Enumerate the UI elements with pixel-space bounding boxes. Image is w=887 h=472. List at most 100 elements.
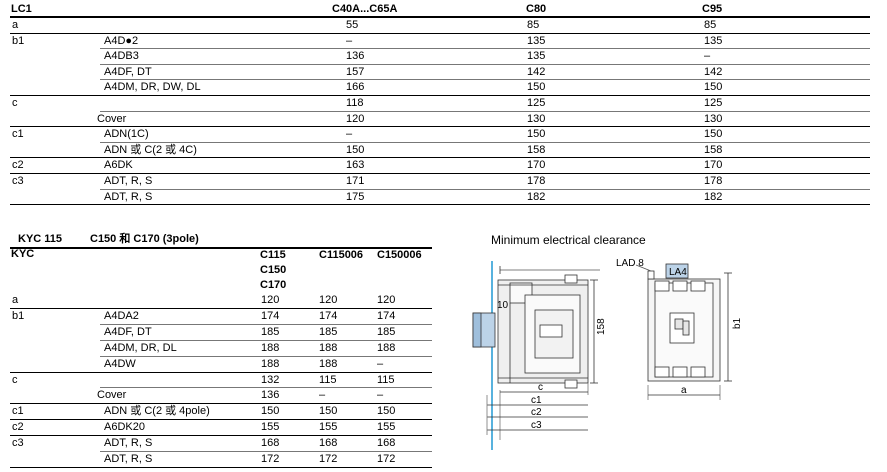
row-divider [100, 79, 870, 81]
row-value: 130 [527, 112, 546, 125]
row-value: 155 [377, 421, 396, 434]
row-model: ADT, R, S [104, 175, 153, 187]
row-value: 135 [704, 34, 723, 47]
row-value: 170 [527, 159, 546, 172]
row-value: 150 [346, 143, 365, 156]
dim-c3: c3 [531, 420, 542, 431]
row-model: Cover [97, 389, 127, 402]
row-value: 185 [377, 325, 396, 338]
dim-10: 10 [497, 300, 509, 311]
side-view [472, 261, 600, 450]
row-model: ADN 或 C(2 或 4C) [104, 143, 197, 156]
row-value: 188 [319, 341, 338, 354]
row-model: A4DF, DT [104, 325, 152, 338]
row-value: 150 [377, 405, 396, 418]
row-value: 125 [704, 97, 723, 109]
row-value: 172 [377, 453, 396, 465]
row-value: 120 [261, 294, 280, 306]
row-dimension: c2 [12, 421, 24, 434]
row-dimension: a [12, 19, 19, 31]
row-value: 188 [319, 357, 338, 370]
row-dimension: c3 [12, 175, 24, 187]
row-divider [100, 451, 432, 452]
row-model: ADN(1C) [104, 128, 149, 141]
row-divider [10, 466, 432, 468]
row-dimension: c [12, 97, 18, 109]
row-dimension: b1 [12, 309, 25, 322]
row-divider [100, 63, 870, 65]
row-model: A4DA2 [104, 309, 139, 322]
row-value: – [704, 50, 711, 63]
table1-header-3: C95 [702, 3, 723, 15]
row-model: A4DM, DR, DW, DL [104, 81, 201, 94]
row-value: – [377, 389, 384, 402]
row-value: 135 [527, 50, 546, 63]
row-dimension: c1 [12, 128, 24, 141]
row-value: 150 [704, 128, 723, 141]
row-value: 150 [527, 128, 546, 141]
row-value: – [319, 389, 326, 402]
table2-header-1c: C170 [260, 279, 287, 291]
row-value: 163 [346, 159, 365, 172]
row-dimension: c1 [12, 405, 24, 418]
table2-header-1b: C150 [260, 264, 287, 276]
row-divider [10, 403, 432, 405]
row-value: 174 [319, 309, 338, 322]
row-value: 130 [704, 112, 723, 125]
row-value: 171 [346, 175, 365, 187]
row-value: 115 [319, 373, 337, 386]
row-value: 158 [704, 143, 723, 156]
dim-a: a [681, 385, 687, 396]
row-value: – [346, 128, 353, 141]
row-value: 115 [377, 373, 395, 386]
row-value: 174 [377, 309, 396, 322]
row-divider [10, 371, 432, 373]
row-divider [10, 95, 870, 96]
row-divider [100, 323, 432, 325]
row-value: 185 [319, 325, 338, 338]
row-divider [10, 307, 432, 309]
dim-158: 158 [596, 318, 607, 335]
row-value: 168 [261, 437, 280, 450]
row-value: 178 [527, 175, 546, 187]
row-divider [100, 339, 432, 341]
dim-c1: c1 [531, 395, 542, 406]
row-value: 142 [527, 65, 546, 78]
row-dimension: c2 [12, 159, 24, 172]
row-value: 157 [346, 65, 365, 78]
row-value: 118 [346, 97, 364, 109]
row-model: A4DB3 [104, 50, 139, 63]
row-dimension: a [12, 294, 19, 306]
row-value: – [346, 34, 353, 47]
row-model: A4D●2 [104, 34, 139, 47]
row-divider [10, 126, 870, 128]
row-value: 182 [704, 190, 723, 203]
dim-c2: c2 [531, 407, 542, 418]
label-la4: LA4 [669, 267, 687, 278]
table1-header-1: C40A...C65A [332, 3, 398, 15]
row-model: A6DK20 [104, 421, 145, 434]
row-model: ADT, R, S [104, 437, 153, 450]
row-divider [10, 204, 870, 206]
row-value: 85 [704, 19, 717, 31]
row-divider [100, 387, 432, 389]
table2-subtitle: KYC [11, 248, 35, 260]
dim-c: c [538, 382, 543, 393]
row-value: 55 [346, 19, 359, 31]
table2-title-right: C150 和 C170 (3pole) [90, 233, 199, 245]
row-value: 188 [377, 341, 396, 354]
row-value: 120 [346, 112, 365, 125]
row-divider [10, 173, 870, 174]
row-value: 120 [319, 294, 338, 306]
row-divider [10, 32, 870, 34]
table2-title: KYC 115 [18, 233, 63, 245]
row-value: 150 [261, 405, 280, 418]
row-value: 172 [319, 453, 338, 465]
row-value: 172 [261, 453, 280, 465]
row-value: 120 [377, 294, 396, 306]
row-divider [100, 188, 870, 190]
row-value: 132 [261, 373, 280, 386]
row-value: 178 [704, 175, 723, 187]
dim-b1: b1 [732, 317, 743, 329]
row-value: – [377, 357, 384, 370]
